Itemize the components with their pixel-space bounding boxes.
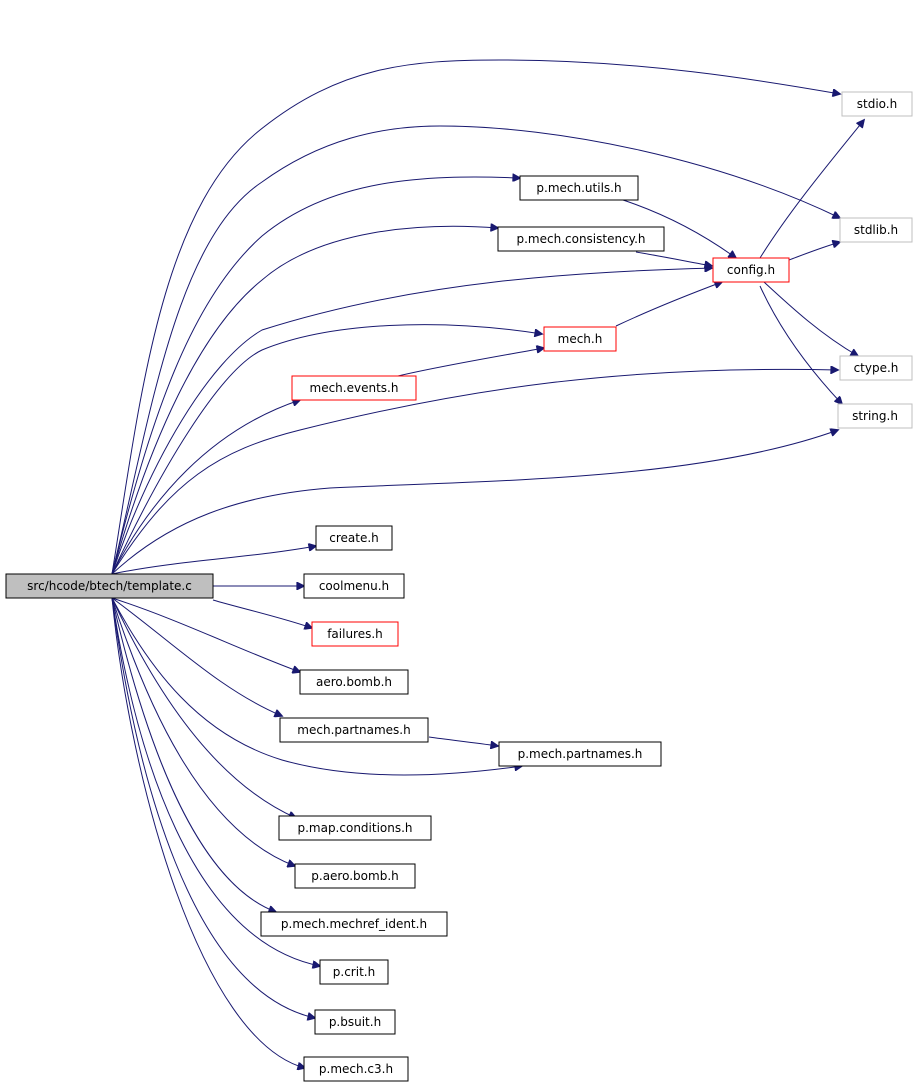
edge-root-ctype	[111, 369, 838, 575]
svg-text:mech.h: mech.h	[558, 332, 603, 346]
node-pmechmechref[interactable]: p.mech.mechref_ident.h	[260, 911, 448, 937]
edge-root-pmapconditions	[111, 597, 296, 818]
node-pbsuit[interactable]: p.bsuit.h	[314, 1009, 396, 1035]
edge-root-stdlib	[111, 125, 840, 575]
node-mech[interactable]: mech.h	[543, 326, 617, 352]
node-pmechutils[interactable]: p.mech.utils.h	[519, 175, 639, 201]
node-string[interactable]: string.h	[837, 403, 913, 429]
node-mechpartnames[interactable]: mech.partnames.h	[279, 717, 429, 743]
edge-config-stdio	[759, 120, 864, 259]
node-create[interactable]: create.h	[315, 525, 393, 551]
svg-text:p.aero.bomb.h: p.aero.bomb.h	[311, 869, 398, 883]
node-paerobomb[interactable]: p.aero.bomb.h	[294, 863, 416, 889]
edge-root-pmechc3	[111, 597, 305, 1068]
svg-text:stdio.h: stdio.h	[857, 97, 897, 111]
svg-text:coolmenu.h: coolmenu.h	[319, 579, 389, 593]
edge-config-string	[759, 285, 842, 404]
svg-text:create.h: create.h	[329, 531, 379, 545]
edge-config-stdlib	[788, 242, 840, 261]
svg-text:aero.bomb.h: aero.bomb.h	[316, 675, 392, 689]
node-mechevents[interactable]: mech.events.h	[291, 375, 417, 401]
edge-root-failures	[212, 599, 312, 628]
node-pcrit[interactable]: p.crit.h	[319, 959, 389, 985]
node-ctype[interactable]: ctype.h	[839, 355, 913, 381]
node-pmechpartnames[interactable]: p.mech.partnames.h	[498, 741, 662, 767]
node-aerobomb[interactable]: aero.bomb.h	[299, 669, 409, 695]
svg-text:p.mech.consistency.h: p.mech.consistency.h	[516, 232, 645, 246]
edge-root-create	[111, 546, 316, 575]
edge-mechpartnames-pmechpartnames	[428, 736, 498, 746]
svg-text:src/hcode/btech/template.c: src/hcode/btech/template.c	[27, 579, 192, 593]
nodes: src/hcode/btech/template.c stdio.h stdli…	[5, 91, 913, 1082]
svg-text:p.crit.h: p.crit.h	[333, 965, 375, 979]
svg-text:config.h: config.h	[727, 263, 775, 277]
edge-pmechconsistency-config	[635, 251, 712, 266]
edge-root-mechpartnames	[111, 597, 282, 716]
svg-text:p.mech.utils.h: p.mech.utils.h	[536, 181, 621, 195]
edge-root-aerobomb	[111, 597, 300, 672]
svg-text:p.mech.partnames.h: p.mech.partnames.h	[518, 747, 643, 761]
node-stdio[interactable]: stdio.h	[841, 91, 913, 117]
svg-text:mech.events.h: mech.events.h	[310, 381, 399, 395]
node-config[interactable]: config.h	[712, 257, 790, 283]
edge-root-pcrit	[111, 597, 320, 966]
edge-root-pbsuit	[111, 597, 315, 1018]
edge-mech-config	[615, 282, 722, 327]
svg-text:string.h: string.h	[852, 409, 898, 423]
node-failures[interactable]: failures.h	[311, 621, 399, 647]
edge-root-mech	[111, 324, 542, 575]
edge-root-config	[111, 268, 712, 575]
edge-config-ctype	[763, 281, 858, 356]
svg-text:stdlib.h: stdlib.h	[854, 223, 898, 237]
edge-root-stdio	[111, 59, 840, 575]
edge-root-string	[111, 430, 838, 575]
edge-pmechutils-config	[619, 198, 736, 258]
node-root[interactable]: src/hcode/btech/template.c	[5, 573, 214, 599]
edge-root-paerobomb	[111, 597, 295, 866]
edge-mechevents-mech	[397, 348, 544, 377]
svg-text:p.bsuit.h: p.bsuit.h	[329, 1015, 381, 1029]
edge-root-mechevents	[111, 400, 300, 575]
svg-text:p.map.conditions.h: p.map.conditions.h	[297, 821, 412, 835]
edge-root-pmechpartnames	[111, 597, 522, 776]
edge-root-pmechmechref	[111, 597, 276, 912]
edges	[111, 59, 864, 1068]
svg-text:ctype.h: ctype.h	[854, 361, 899, 375]
node-pmechc3[interactable]: p.mech.c3.h	[303, 1056, 409, 1082]
svg-text:p.mech.c3.h: p.mech.c3.h	[319, 1062, 393, 1076]
node-pmapconditions[interactable]: p.map.conditions.h	[278, 815, 432, 841]
svg-text:p.mech.mechref_ident.h: p.mech.mechref_ident.h	[281, 917, 427, 931]
svg-text:mech.partnames.h: mech.partnames.h	[297, 723, 410, 737]
node-pmechconsistency[interactable]: p.mech.consistency.h	[497, 226, 665, 252]
edge-root-pmechconsistency	[111, 226, 498, 575]
node-stdlib[interactable]: stdlib.h	[839, 217, 913, 243]
node-coolmenu[interactable]: coolmenu.h	[303, 573, 405, 599]
svg-text:failures.h: failures.h	[327, 627, 383, 641]
edge-root-pmechutils	[111, 177, 520, 575]
